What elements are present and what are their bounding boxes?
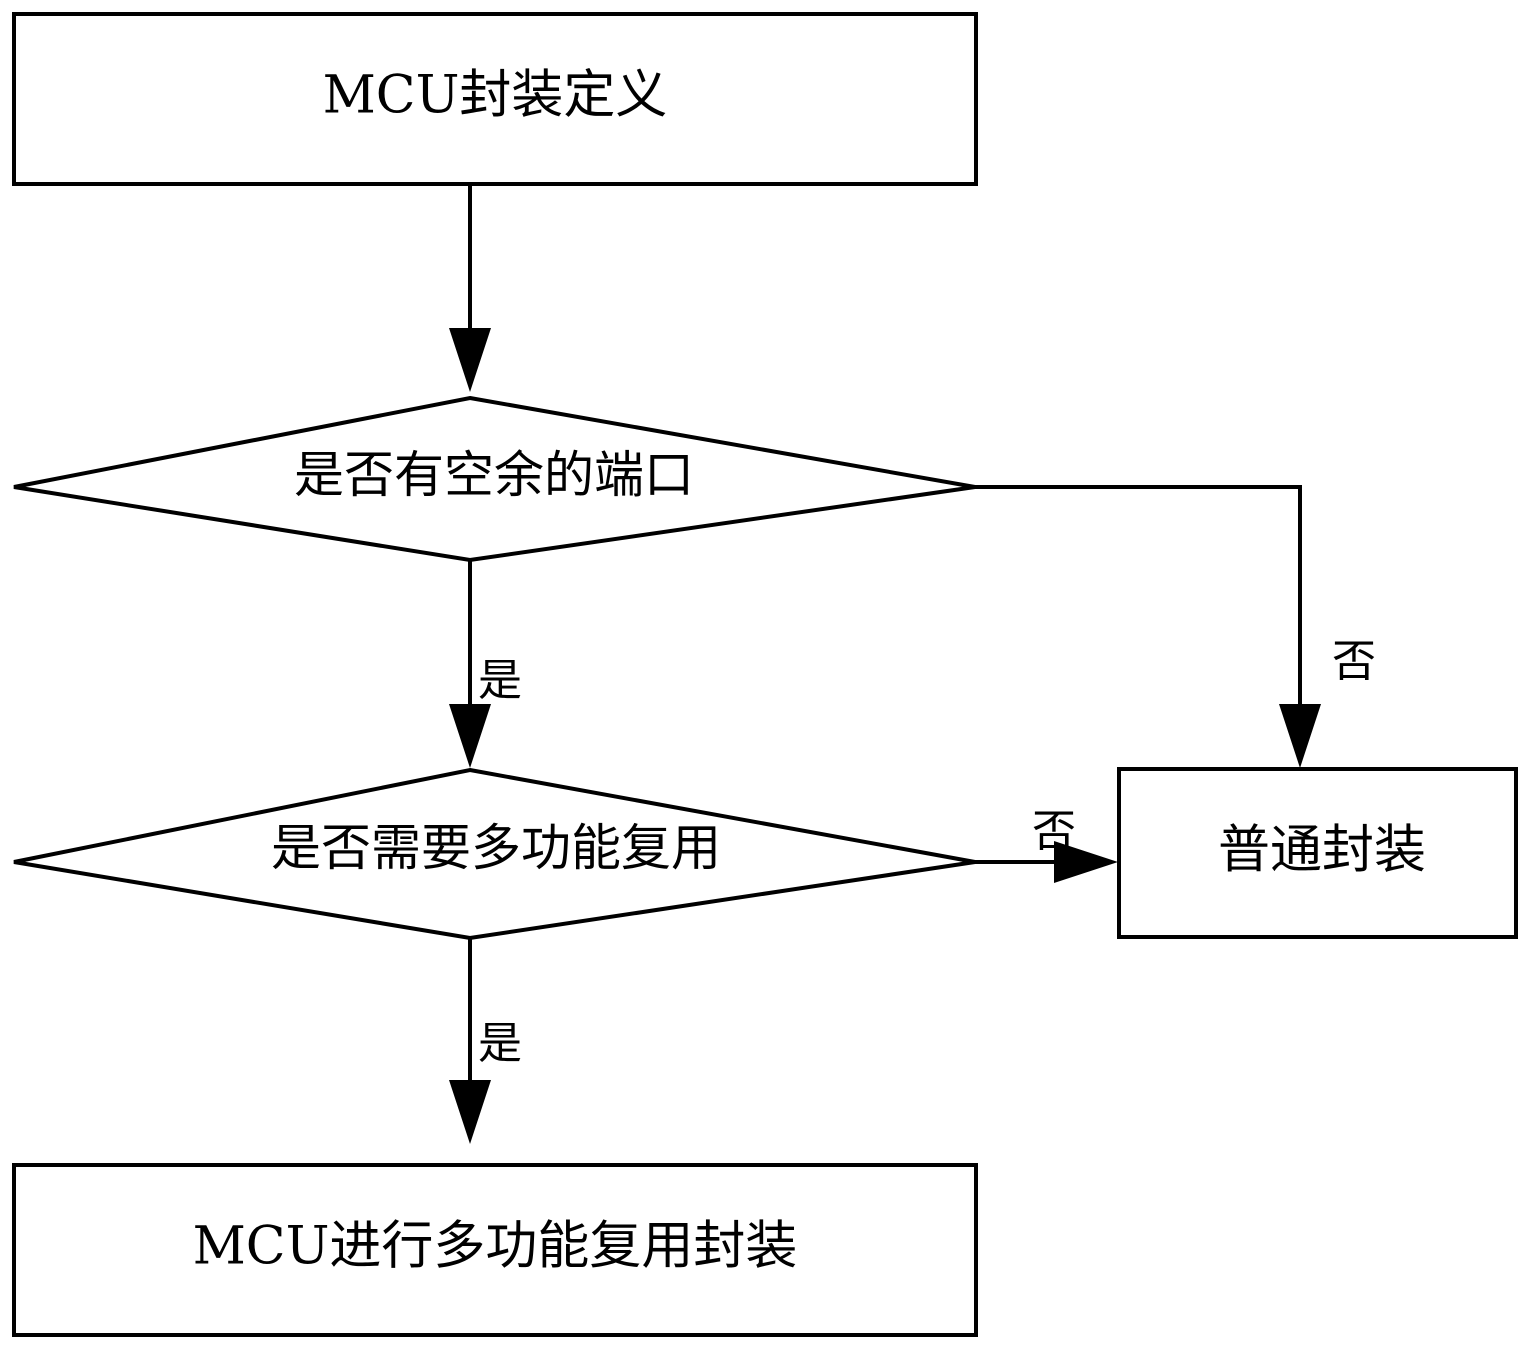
node-start: MCU封装定义 (12, 12, 978, 186)
edge-multiplex-yes: 是 (449, 938, 522, 1144)
edge-label-multiplex-yes: 是 (478, 1018, 522, 1069)
node-decision-ports-label: 是否有空余的端口 (294, 446, 694, 504)
node-decision-multiplex: 是否需要多功能复用 (13, 767, 976, 941)
node-decision-multiplex-label: 是否需要多功能复用 (271, 819, 721, 877)
edge-label-ports-yes: 是 (478, 655, 522, 706)
edge-label-multiplex-no: 否 (1032, 806, 1076, 857)
node-decision-ports: 是否有空余的端口 (13, 395, 976, 563)
node-normal-package: 普通封装 (1117, 767, 1518, 939)
node-multiplex-package: MCU进行多功能复用封装 (12, 1163, 978, 1337)
edge-multiplex-no: 否 (975, 806, 1118, 883)
node-start-label: MCU封装定义 (323, 66, 668, 126)
edge-label-ports-no: 否 (1332, 636, 1376, 687)
edge-start-to-ports (449, 185, 491, 392)
node-multiplex-package-label: MCU进行多功能复用封装 (193, 1217, 798, 1277)
edge-ports-yes: 是 (449, 560, 522, 768)
edge-ports-no: 否 (975, 485, 1376, 768)
node-normal-package-label: 普通封装 (1218, 821, 1426, 881)
